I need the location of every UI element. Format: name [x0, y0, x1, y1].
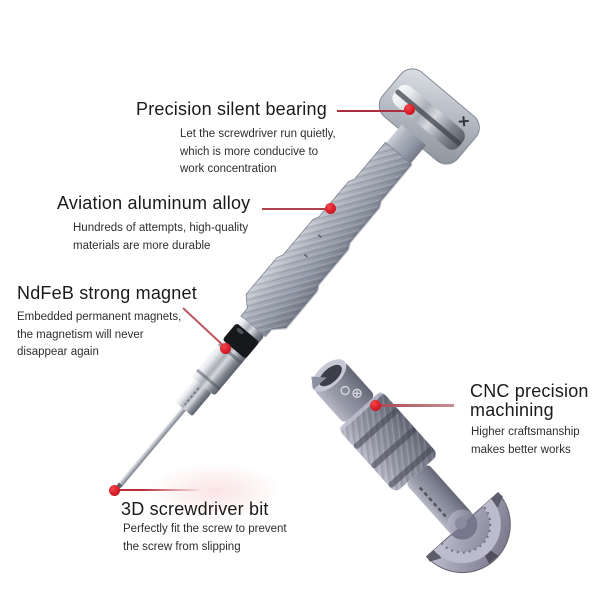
main-screwdriver	[113, 68, 480, 493]
callout-line-3d-screwdriver-bit	[117, 489, 203, 491]
callout-description-ndfeb-strong-magnet: Embedded permanent magnets, the magnetis…	[17, 311, 182, 358]
callout-description-precision-silent-bearing: Let the screwdriver run quietly, which i…	[180, 128, 336, 175]
bearing-cap	[378, 68, 480, 165]
bit-shaft	[118, 407, 186, 486]
callout-description-cnc-precision-machining: Higher craftsmanship makes better works	[471, 426, 580, 456]
callout-title-aviation-aluminum-alloy: Aviation aluminum alloy	[57, 193, 251, 213]
engraved-marks	[340, 385, 362, 398]
callout-dot-aviation-aluminum-alloy	[325, 203, 336, 214]
chuck-engraving	[184, 387, 200, 406]
callout-description-aviation-aluminum-alloy: Hundreds of attempts, high-quality mater…	[73, 222, 249, 252]
callout-line-aviation-aluminum-alloy	[262, 208, 328, 210]
callout-dot-cnc-precision-machining	[370, 400, 381, 411]
callout-description-3d-screwdriver-bit: Perfectly fit the screw to prevent the s…	[123, 523, 287, 553]
callout-line-cnc-precision-machining	[380, 404, 454, 407]
callout-title-ndfeb-strong-magnet: NdFeB strong magnet	[17, 283, 197, 303]
callout-title-precision-silent-bearing: Precision silent bearing	[136, 99, 327, 119]
fan-engraving	[440, 505, 492, 554]
handle-edge-shadow	[271, 163, 413, 331]
callout-dot-3d-screwdriver-bit	[109, 485, 120, 496]
handle-neck	[384, 124, 427, 166]
magnet-ring	[223, 324, 259, 358]
callout-dot-precision-silent-bearing	[404, 104, 415, 115]
knurled-grip	[339, 391, 436, 491]
callout-title-cnc-precision-machining: CNC precision machining	[470, 381, 589, 420]
socket-end	[311, 359, 374, 422]
highlight-glow	[148, 462, 283, 520]
callout-dot-ndfeb-strong-magnet	[220, 343, 231, 354]
fan-bearing-cap	[425, 491, 511, 574]
handle-engraving	[303, 234, 322, 258]
callout-line-precision-silent-bearing	[337, 110, 406, 112]
callout-title-3d-screwdriver-bit: 3D screwdriver bit	[121, 499, 269, 519]
chuck	[176, 317, 264, 416]
cap-screw-mark	[458, 116, 469, 127]
second-screwdriver	[311, 359, 511, 574]
handle-knurl-texture	[240, 142, 412, 337]
